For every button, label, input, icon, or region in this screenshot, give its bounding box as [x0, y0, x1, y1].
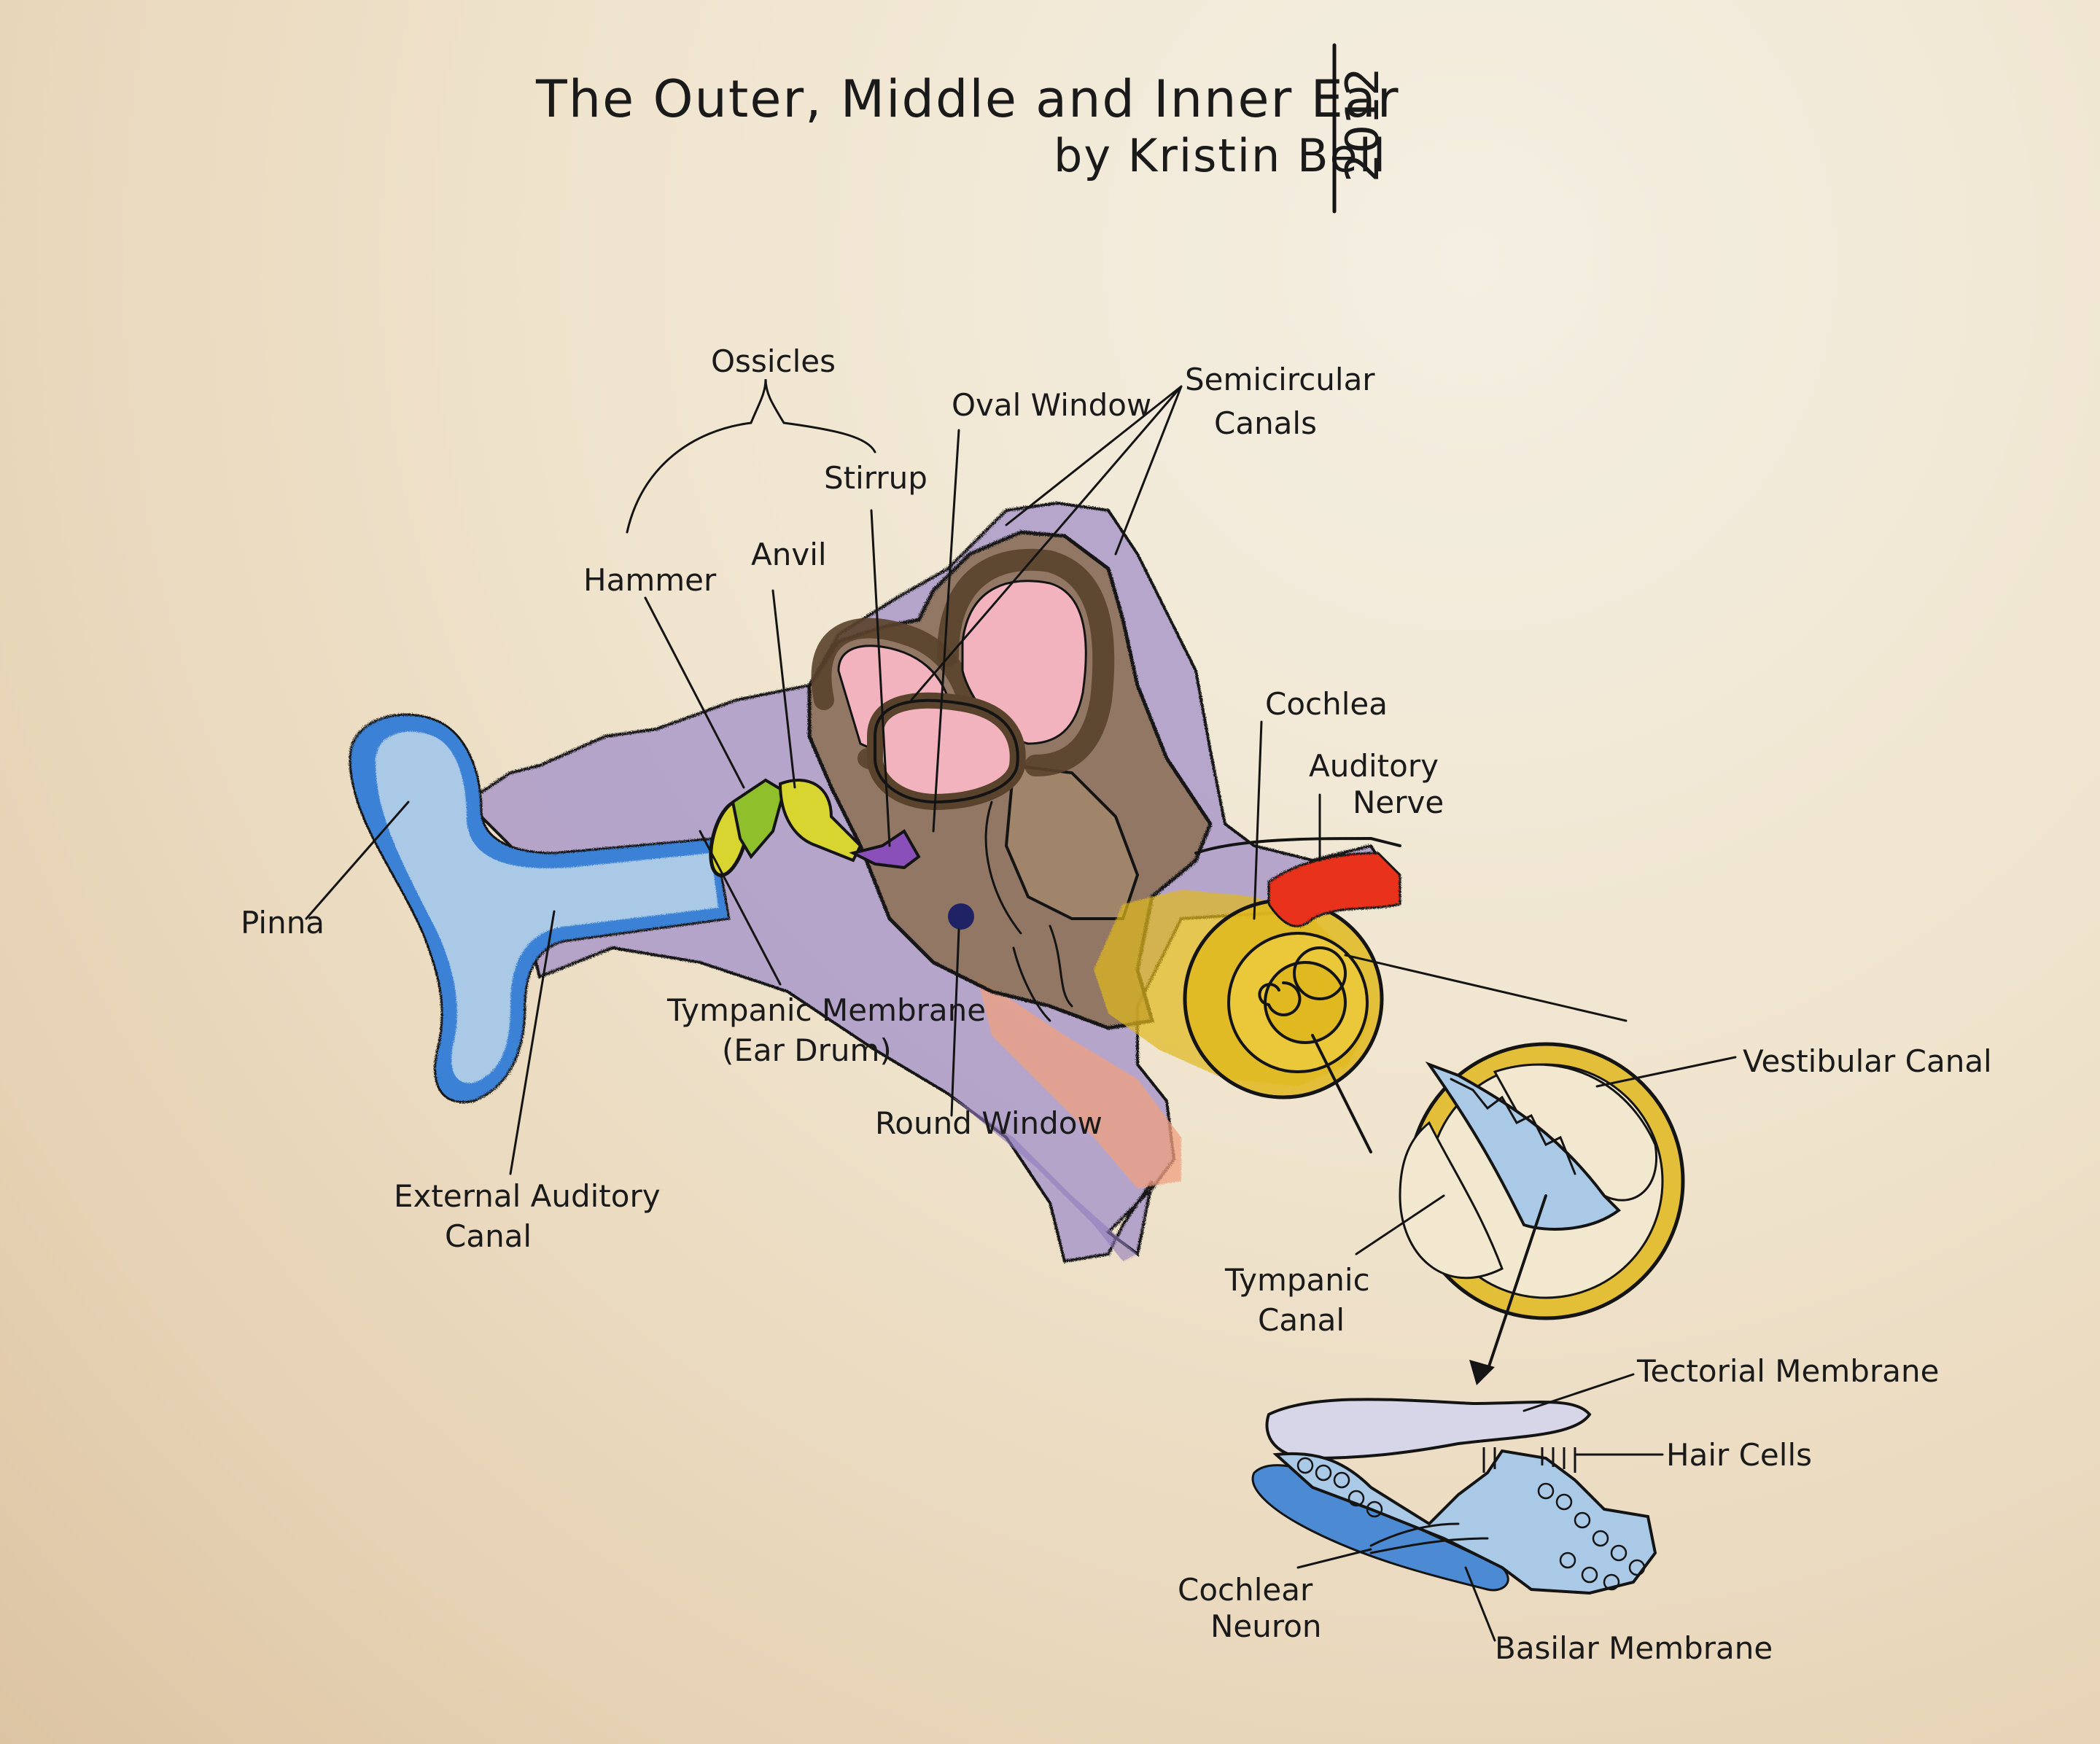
cochlea-section-ring [1293, 946, 1347, 1000]
label-semicircular-2: Canals [1214, 405, 1317, 441]
leader-anvil [771, 589, 796, 789]
cross-section-pointer [1311, 1034, 1372, 1153]
external-auditory-canal [376, 731, 718, 1083]
label-hair-cells: Hair Cells [1666, 1437, 1812, 1473]
label-semicircular-1: Semicircular [1185, 362, 1375, 397]
label-tympanic-canal-2: Canal [1258, 1302, 1345, 1338]
leader-semicircular [910, 385, 1183, 701]
author-credit: by Kristin Bell [1054, 129, 1387, 182]
label-anvil: Anvil [751, 537, 827, 572]
leader-basilar [1464, 1566, 1496, 1642]
label-tectorial-membrane: Tectorial Membrane [1636, 1353, 1939, 1389]
label-external-canal-1: External Auditory [394, 1178, 661, 1214]
label-round-window: Round Window [875, 1105, 1102, 1141]
leader-vestibular-canal [1595, 1056, 1737, 1088]
leader-lines [305, 378, 1737, 1642]
leader-cochlear-neuron [1296, 1548, 1372, 1569]
cochlear-neuron-fibers [1369, 1522, 1489, 1554]
enlargement-arrow [1486, 1194, 1547, 1372]
leader-pinna [305, 801, 410, 920]
leader-stirrup [870, 509, 891, 847]
label-hammer: Hammer [583, 562, 717, 598]
round-window [948, 903, 974, 930]
cross-section-link [1344, 954, 1628, 1022]
leader-oval-window [932, 429, 960, 833]
ossicles-bracket [626, 378, 876, 534]
label-auditory-nerve-2: Nerve [1353, 785, 1444, 820]
cochlea-spiral [1258, 981, 1302, 1016]
label-vestibular-canal: Vestibular Canal [1743, 1043, 1992, 1079]
tympanic-canal-chamber [1399, 1121, 1504, 1279]
enlargement-arrowhead [1469, 1360, 1495, 1385]
leader-cochlea [1253, 720, 1263, 920]
leader-hammer [644, 596, 745, 789]
leader-tympanic-membrane [699, 830, 782, 986]
label-tympanic-membrane-1: Tympanic Membrane [666, 992, 986, 1028]
salmon-tissue [977, 977, 1181, 1188]
label-tympanic-canal-1: Tympanic [1224, 1262, 1370, 1298]
label-external-canal-2: Canal [445, 1218, 532, 1254]
leader-external-canal [509, 910, 556, 1175]
leader-round-window [950, 928, 960, 1117]
stirrup [849, 829, 921, 870]
semicircular-canal-superior [937, 548, 1115, 776]
labyrinth-detail-lines [984, 801, 1073, 1022]
label-basilar-membrane: Basilar Membrane [1495, 1630, 1773, 1666]
hair-cell-cluster [1296, 1457, 1646, 1591]
auditory-nerve-upper-outline [1194, 837, 1401, 855]
hammer [731, 778, 786, 860]
label-stirrup: Stirrup [824, 460, 928, 496]
leader-tympanic-canal [1355, 1194, 1445, 1256]
vestibular-canal-chamber [1493, 1063, 1657, 1202]
organ-of-corti-detail [1450, 1078, 1576, 1175]
label-auditory-nerve-1: Auditory [1309, 748, 1439, 784]
label-cochlea: Cochlea [1265, 686, 1388, 722]
temporal-bone-lower-wedge [948, 1094, 1138, 1261]
year-label: 2012 [1336, 67, 1389, 182]
label-pinna: Pinna [241, 905, 324, 941]
label-ossicles: Ossicles [711, 343, 836, 379]
label-oval-window: Oval Window [952, 387, 1151, 423]
stereocilia [1482, 1447, 1576, 1473]
cochlea-inner-coil [1264, 961, 1347, 1044]
cochlear-duct [1425, 1061, 1622, 1231]
leader-tectorial [1522, 1373, 1635, 1412]
label-tympanic-membrane-2: (Ear Drum) [722, 1032, 892, 1068]
diagram-title: The Outer, Middle and Inner Ear [535, 69, 1400, 129]
label-cochlear-neuron-1: Cochlear [1178, 1572, 1313, 1608]
semicircular-canal-lateral-outline [874, 698, 1019, 803]
label-cochlear-neuron-2: Neuron [1210, 1608, 1322, 1644]
